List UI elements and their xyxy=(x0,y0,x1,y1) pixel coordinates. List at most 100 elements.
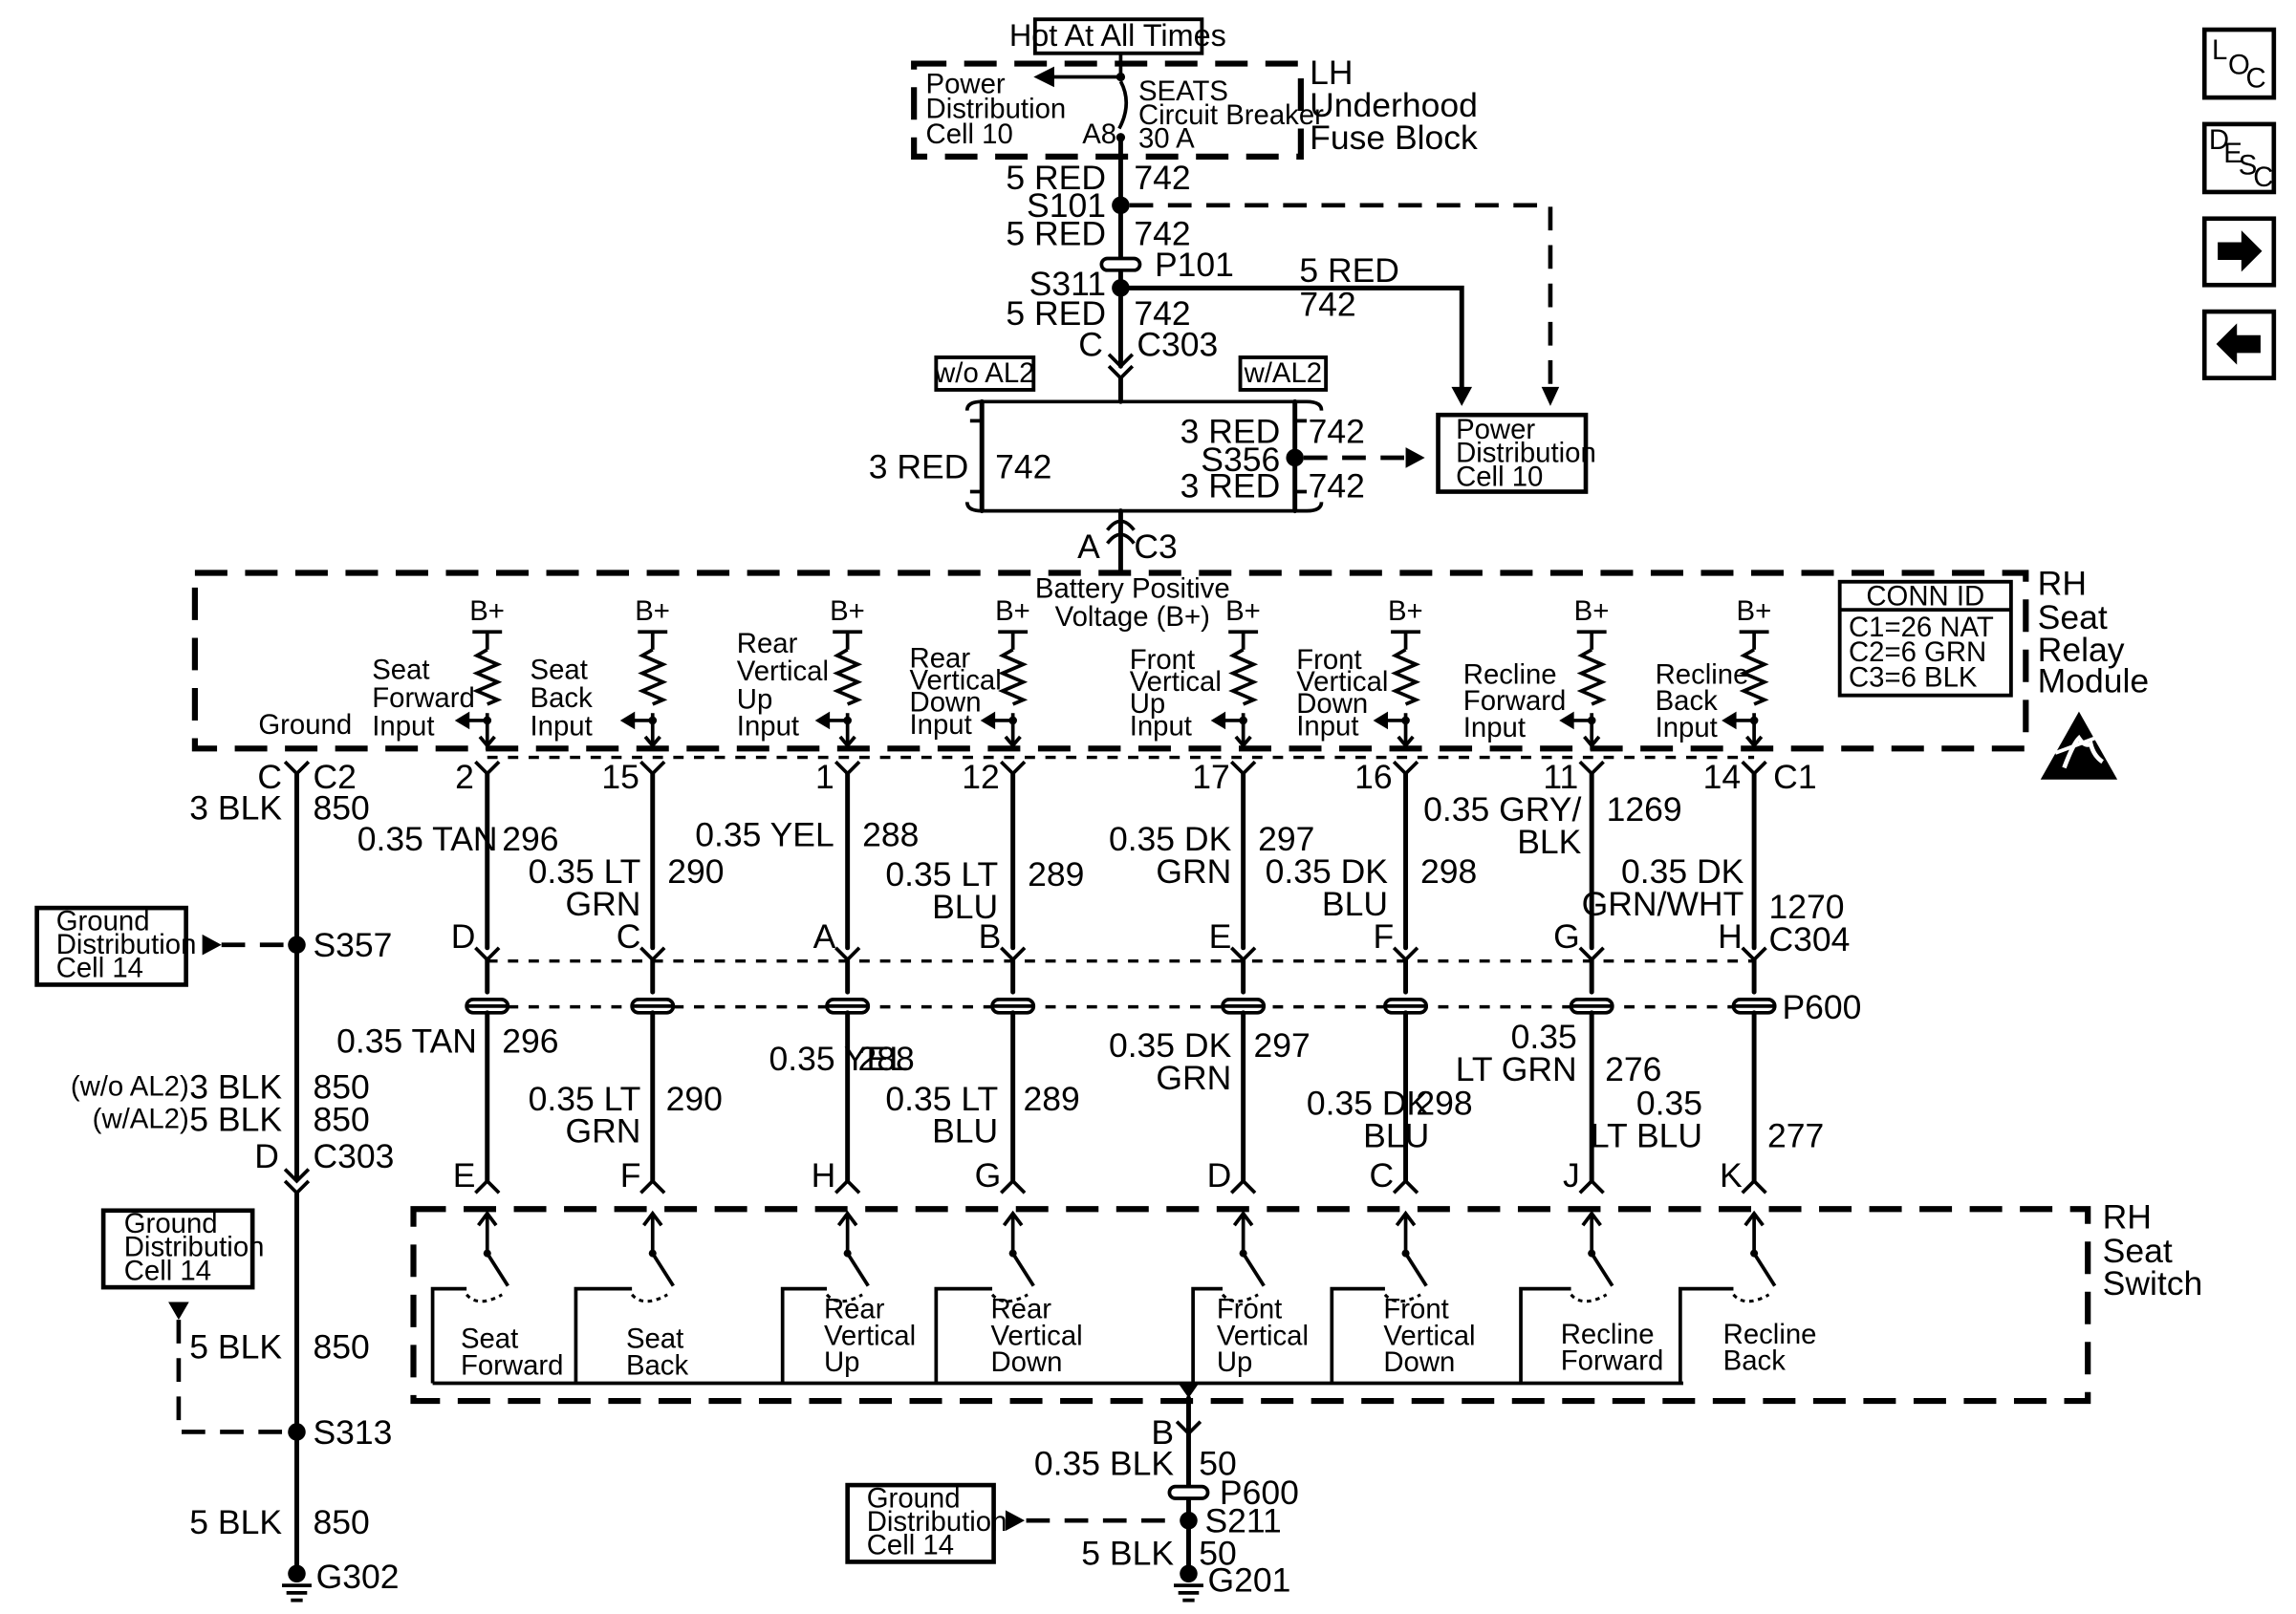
p600-pin: G xyxy=(975,1156,1002,1194)
lower-wire-circuit: 276 xyxy=(1605,1050,1661,1088)
switch-contact-icon[interactable] xyxy=(1732,1293,1770,1303)
ground-distribution-cell-14-box-3[interactable] xyxy=(845,1482,996,1564)
switch-label-line: Up xyxy=(1217,1346,1253,1378)
c303-label-top: C303 xyxy=(1137,325,1218,363)
loc-button[interactable]: L O C xyxy=(2201,27,2277,100)
input-label-line: Input xyxy=(531,710,593,742)
switch-contact-icon[interactable] xyxy=(465,1293,503,1303)
gdc1-line-1: Ground xyxy=(56,905,150,936)
loc-letter-o: O xyxy=(2228,49,2250,80)
desc-button[interactable]: D E S C xyxy=(2201,121,2277,195)
input-label-line: Input xyxy=(1296,710,1358,742)
ground-g201-icon xyxy=(1174,1564,1203,1603)
switch-label-line: Forward xyxy=(461,1349,564,1381)
bplus-label: B+ xyxy=(1388,595,1423,627)
switch-label-line: Rear xyxy=(824,1294,885,1325)
swgnd-w1-gauge: 0.35 BLK xyxy=(1034,1444,1174,1482)
c2-pin-c: C xyxy=(257,758,282,796)
swgnd-w2-gauge: 5 BLK xyxy=(1081,1535,1174,1573)
pdc2-line-1: Power xyxy=(1456,414,1535,445)
input-label-line: Seat xyxy=(372,655,429,686)
input-arrow-icon xyxy=(1722,711,1737,730)
upper-wire-gauge: 0.35 DK xyxy=(1621,852,1744,891)
switch-label-line: Up xyxy=(824,1346,860,1378)
input-label-line: Vertical xyxy=(1130,666,1222,698)
conn-id-title: CONN ID xyxy=(1866,580,1984,612)
conn-id-c2: C2=6 GRN xyxy=(1849,636,1986,668)
prev-page-button[interactable] xyxy=(2201,309,2277,380)
modgnd-opt-wo-label: (w/o AL2) xyxy=(71,1070,189,1102)
c1-pin: 11 xyxy=(1543,758,1578,796)
lower-wire-gauge: 0.35 LT xyxy=(885,1080,998,1118)
fuse-block-name-1: LH xyxy=(1310,54,1353,92)
switch-label-line: Back xyxy=(626,1349,689,1381)
switch-label-line: Seat xyxy=(461,1323,518,1354)
ground-g302-icon xyxy=(282,1564,312,1603)
c303-label-gnd: C303 xyxy=(313,1137,394,1175)
c3-pin-a: A xyxy=(1077,527,1100,566)
splice-s101 xyxy=(1112,196,1130,215)
switch-label-line: Vertical xyxy=(1217,1320,1309,1351)
p101-connector-icon xyxy=(1099,256,1142,272)
c1-label: C1 xyxy=(1773,758,1816,796)
power-distribution-cell-10-box[interactable] xyxy=(1436,412,1589,494)
w-al2-option-label: w/AL2 xyxy=(1244,357,1323,389)
feed-w2-circuit: 742 xyxy=(1134,215,1190,253)
p600-ground-connector-icon xyxy=(1167,1484,1210,1500)
c304-pin: D xyxy=(451,917,476,956)
switch-contact-icon[interactable] xyxy=(1383,1293,1421,1303)
ground-distribution-cell-14-box-1[interactable] xyxy=(34,905,188,987)
upper-wire-gauge: GRN/WHT xyxy=(1582,885,1744,923)
c304-pin: E xyxy=(1209,917,1232,956)
feed-w1-circuit: 742 xyxy=(1134,159,1190,197)
lower-wire-circuit: 296 xyxy=(502,1022,558,1061)
switch-label-line: Rear xyxy=(990,1294,1051,1325)
upper-wire-circuit: 297 xyxy=(1258,820,1314,858)
upper-wire-gauge: BLU xyxy=(932,888,998,926)
conn-id-c1: C1=26 NAT xyxy=(1849,612,1994,643)
upper-wire-circuit: 1270 xyxy=(1769,888,1845,926)
switch-contact-icon[interactable] xyxy=(825,1293,863,1303)
lower-wire-gauge: BLU xyxy=(1363,1116,1429,1154)
gdc2-line-1: Ground xyxy=(124,1208,218,1239)
switch-contact-icon[interactable] xyxy=(1570,1293,1608,1303)
splice-s211 xyxy=(1180,1511,1198,1530)
switch-contact-icon[interactable] xyxy=(990,1293,1029,1303)
upper-wire-gauge: 0.35 YEL xyxy=(695,815,834,853)
splice-s313 xyxy=(288,1423,306,1441)
upper-wire-gauge: 0.35 LT xyxy=(885,855,998,893)
input-label-line: Recline xyxy=(1656,658,1749,690)
upper-wire-gauge: 0.35 GRY/ xyxy=(1423,790,1581,829)
desc-letter-e: E xyxy=(2223,138,2242,169)
modgnd-w3-gauge: 5 BLK xyxy=(189,1503,282,1541)
modgnd-w1-gauge: 3 BLK xyxy=(189,788,282,827)
modgnd-wo-circuit: 850 xyxy=(313,1067,369,1106)
bplus-label: B+ xyxy=(1225,595,1261,627)
wo-wire-circuit: 742 xyxy=(995,448,1051,486)
g302-label: G302 xyxy=(316,1558,400,1596)
lower-wire-gauge: GRN xyxy=(1156,1059,1231,1097)
p600-pin: J xyxy=(1563,1156,1580,1194)
desc-letter-s: S xyxy=(2239,149,2258,181)
arrow-right-icon xyxy=(2218,230,2263,272)
switch-name-1: RH xyxy=(2103,1197,2152,1236)
p600-pin: E xyxy=(453,1156,476,1194)
circuit-breaker-icon xyxy=(1117,80,1129,130)
c304-pin: C xyxy=(617,917,641,956)
g201-label: G201 xyxy=(1208,1560,1291,1599)
rh-seat-relay-module xyxy=(191,570,2029,752)
gdc1-line-2: Distribution xyxy=(56,929,197,960)
ground-distribution-cell-14-box-2[interactable] xyxy=(100,1208,255,1290)
p101-label: P101 xyxy=(1155,246,1234,284)
branch-gauge: 5 RED xyxy=(1299,251,1399,290)
pullup-resistor-icon xyxy=(998,648,1029,706)
switch-contact-icon[interactable] xyxy=(1221,1293,1259,1303)
upper-wire-circuit: 289 xyxy=(1028,855,1084,893)
s311-label: S311 xyxy=(1029,265,1106,303)
upper-wire-gauge: GRN xyxy=(1156,852,1231,891)
switch-contact-icon[interactable] xyxy=(630,1293,668,1303)
feed-w1-gauge: 5 RED xyxy=(1006,159,1106,197)
next-page-button[interactable] xyxy=(2201,216,2277,288)
